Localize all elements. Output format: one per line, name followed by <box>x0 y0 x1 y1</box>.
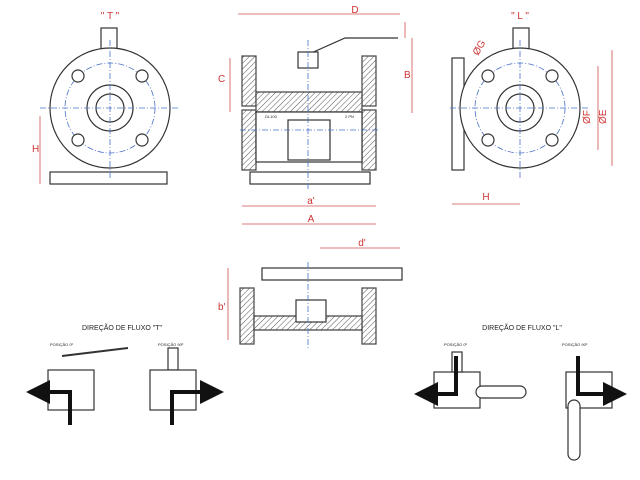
dim-b-prime: b' <box>218 302 226 313</box>
dim-h-right: H <box>482 192 489 203</box>
flow-l: DIREÇÃO DE FLUXO "L" POSIÇÃO 0º POSIÇÃO … <box>414 323 627 461</box>
dim-a-prime: a' <box>307 196 315 207</box>
base-center <box>249 171 371 185</box>
dim-d: D <box>351 5 358 16</box>
dim-b: B <box>404 70 411 81</box>
dim-g: ØG <box>471 38 488 57</box>
bolt-hole <box>71 69 85 83</box>
flange-right-lower <box>361 109 377 171</box>
bolt-hole <box>481 133 495 147</box>
flow-t-stem-90 <box>167 347 179 371</box>
flow-l-title: DIREÇÃO DE FLUXO "L" <box>482 323 562 332</box>
bolt-hole <box>71 133 85 147</box>
flange-view-l: " L " ØG ØF ØE H <box>450 11 613 205</box>
flow-t-pos90: POSIÇÃO 90º <box>158 342 184 347</box>
flange-right <box>361 55 377 107</box>
flow-t-title: DIREÇÃO DE FLUXO "T" <box>82 323 163 332</box>
body-top <box>255 91 363 113</box>
base-plate-t <box>49 171 168 185</box>
dim-e: ØE <box>598 109 609 124</box>
bolt-hole <box>481 69 495 83</box>
flow-t: DIREÇÃO DE FLUXO "T" POSIÇÃO 0º POSIÇÃO … <box>26 323 224 425</box>
flange-view-t: " T " H <box>32 11 180 185</box>
bolt-hole <box>135 133 149 147</box>
flow-l-handle-90 <box>567 399 581 461</box>
top-flange-right <box>361 287 377 345</box>
dim-h-left: H <box>32 144 39 155</box>
bolt-hole <box>135 69 149 83</box>
dim-f: ØF <box>582 110 593 124</box>
body-mark-left: DL100 <box>265 114 278 119</box>
dim-c: C <box>218 74 225 85</box>
dim-d-prime: d' <box>358 238 366 249</box>
view-t-label: " T " <box>101 11 120 22</box>
body-mark-right: 2 PN <box>345 114 354 119</box>
flow-l-handle-0 <box>475 385 527 399</box>
flow-l-pos0: POSIÇÃO 0º <box>444 342 468 347</box>
dim-a: A <box>308 214 315 225</box>
bolt-hole <box>545 133 559 147</box>
flange-left <box>241 55 257 107</box>
top-flange-left <box>239 287 255 345</box>
flange-left-lower <box>241 109 257 171</box>
bolt-hole <box>545 69 559 83</box>
handle-top <box>261 267 403 281</box>
flow-t-pos0: POSIÇÃO 0º <box>50 342 74 347</box>
top-ball <box>295 299 327 323</box>
top-view: d' b' <box>218 238 403 348</box>
handle <box>299 37 398 59</box>
section-view: D B C DL100 2 PN a' A <box>218 5 413 225</box>
view-l-label: " L " <box>511 11 529 22</box>
flow-l-pos90: POSIÇÃO 90º <box>562 342 588 347</box>
ball <box>287 119 331 161</box>
